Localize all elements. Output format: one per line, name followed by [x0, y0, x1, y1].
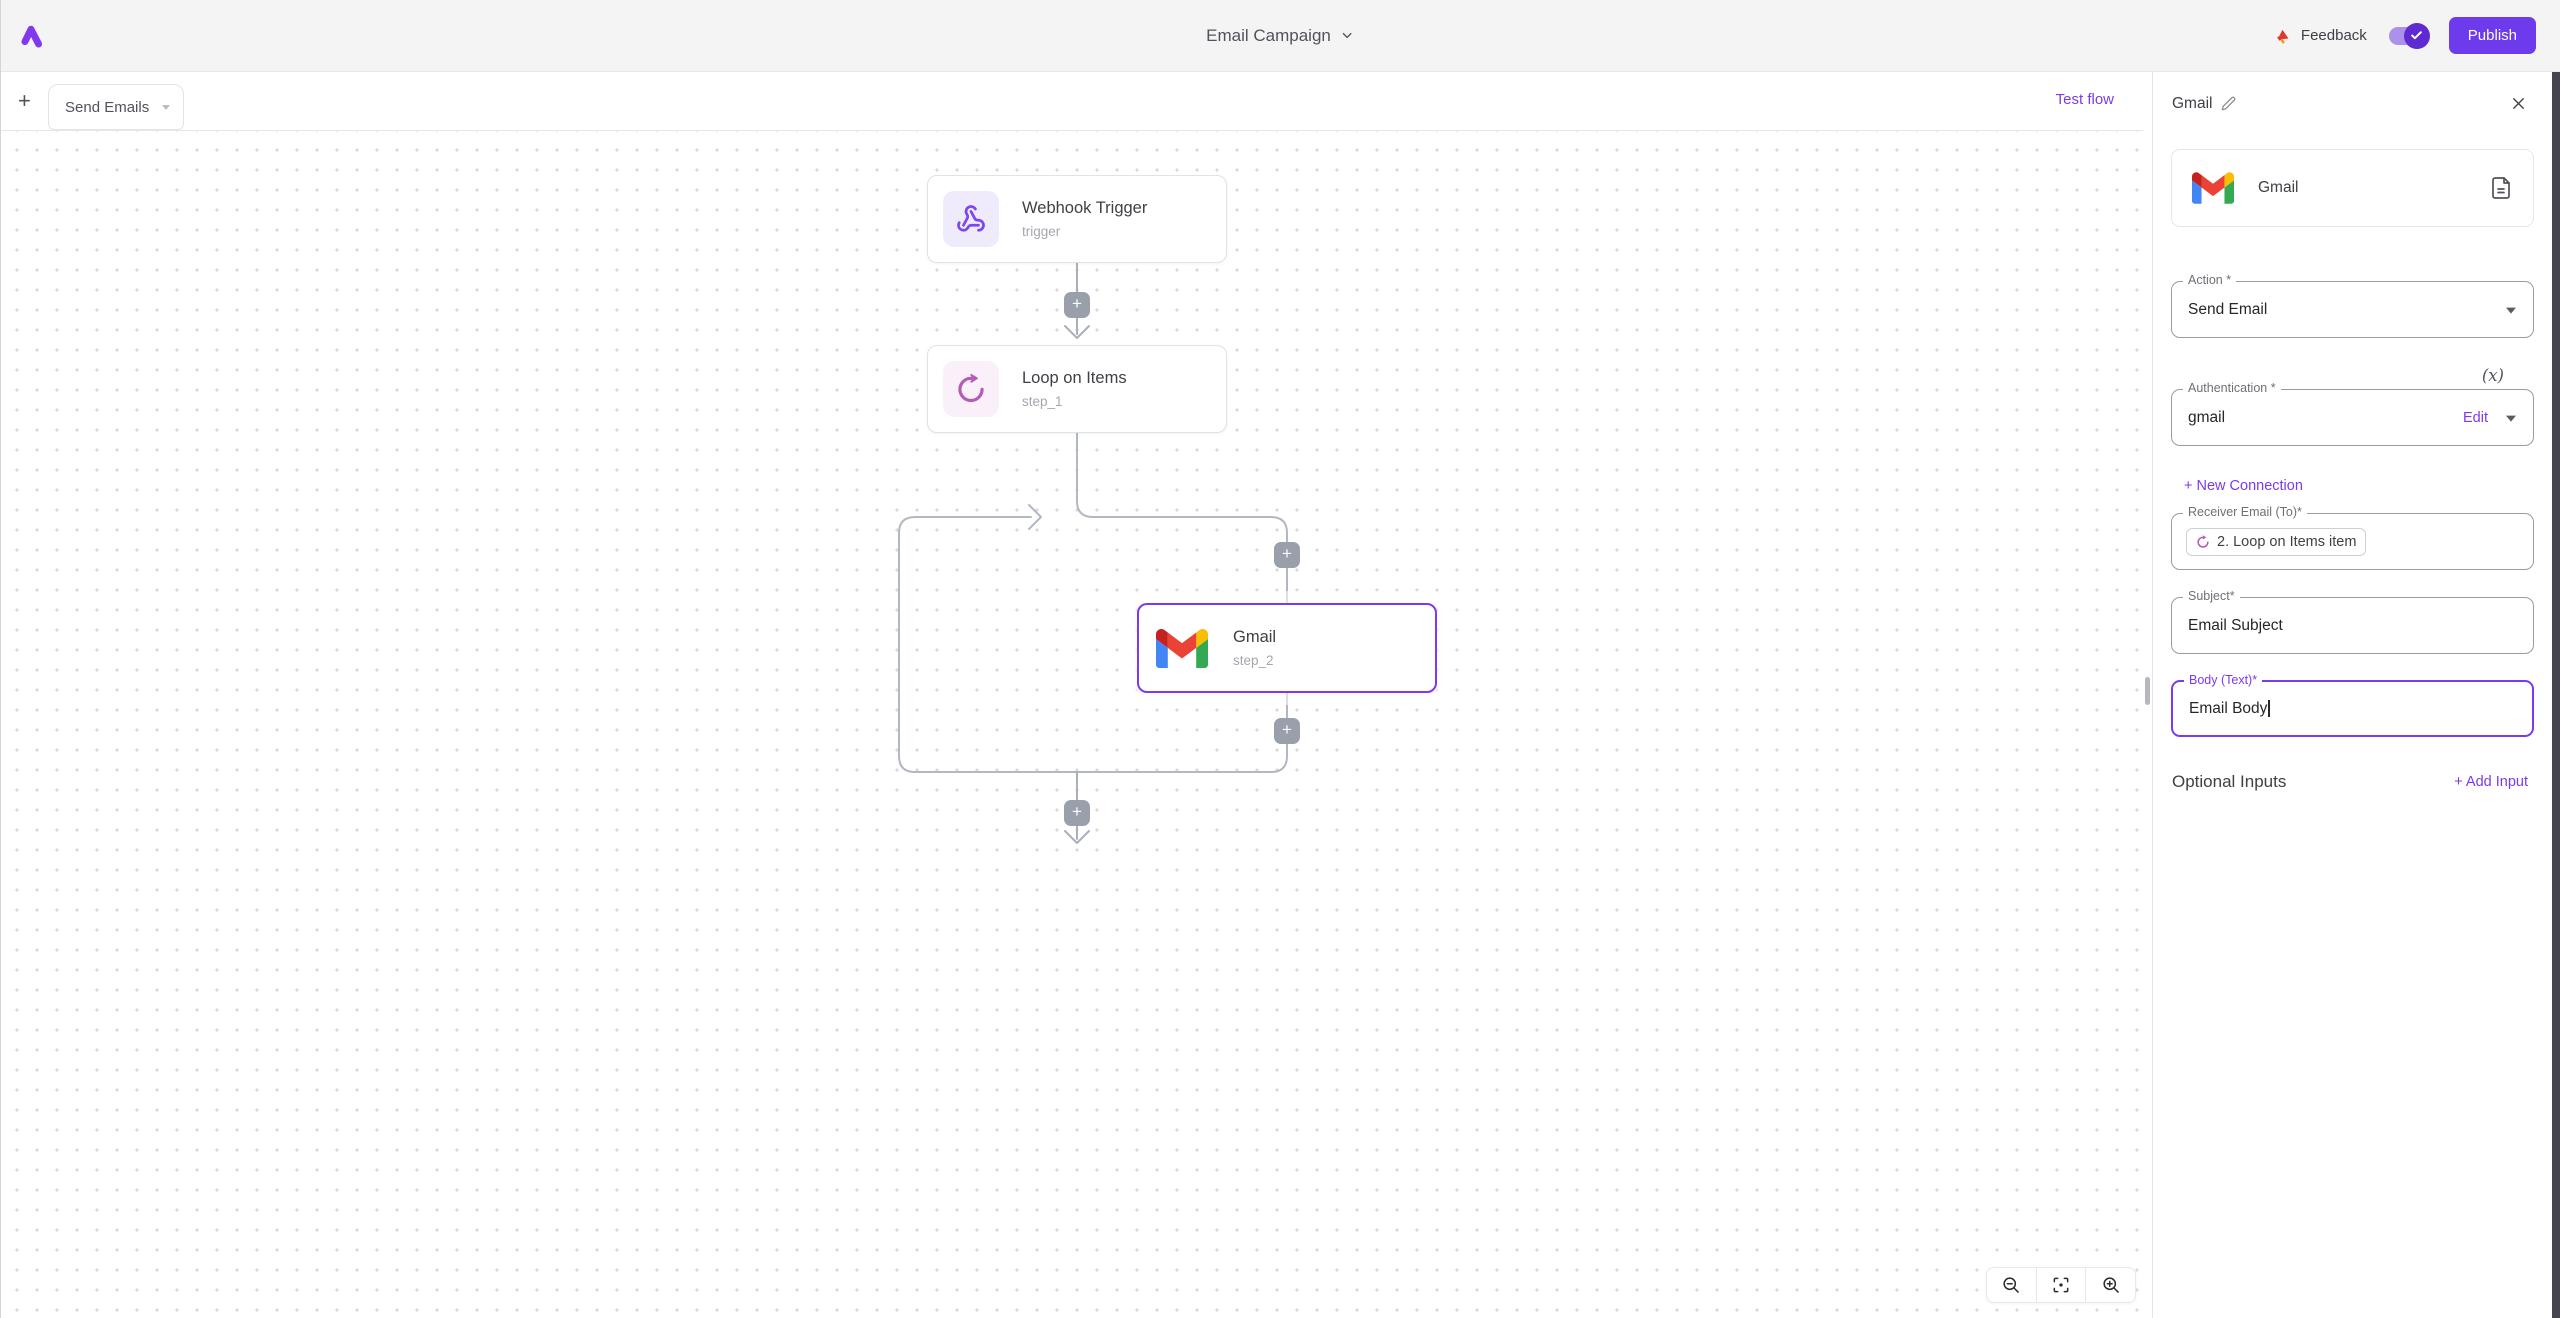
rename-step-pencil-icon[interactable]: [2221, 96, 2236, 111]
authentication-label: Authentication *: [2183, 381, 2281, 395]
token-label: 2. Loop on Items item: [2217, 533, 2357, 550]
gmail-icon: [1154, 620, 1210, 676]
body-label: Body (Text)*: [2184, 673, 2263, 687]
megaphone-icon: [2274, 26, 2293, 45]
activepieces-logo-icon: [18, 23, 44, 49]
body-text-input[interactable]: Body (Text)* Email Body: [2171, 673, 2534, 737]
subject-label: Subject*: [2183, 589, 2240, 603]
panel-scrollbar-track: [2143, 72, 2152, 1318]
canvas-zoom-toolbar: [1986, 1267, 2136, 1303]
feedback-label: Feedback: [2300, 27, 2367, 44]
insert-variable-icon[interactable]: (x): [2481, 366, 2504, 385]
node-step-name: step_2: [1233, 653, 1274, 668]
add-step-button[interactable]: +: [1064, 292, 1090, 318]
action-select[interactable]: Action * Send Email: [2171, 273, 2534, 338]
webhook-icon: [943, 191, 999, 247]
receiver-email-input[interactable]: Receiver Email (To)* 2. Loop on Items it…: [2171, 505, 2534, 570]
close-panel-icon[interactable]: [2509, 94, 2528, 113]
action-label: Action *: [2183, 273, 2237, 287]
new-connection-link[interactable]: + New Connection: [2184, 478, 2303, 494]
zoom-out-button[interactable]: [1987, 1268, 2036, 1302]
chevron-down-icon: [1340, 28, 1355, 43]
flow-tab-strip: + Send Emails Test flow: [1, 72, 2143, 131]
node-webhook-trigger[interactable]: Webhook Trigger trigger: [927, 175, 1227, 263]
piece-info-card: Gmail: [2171, 149, 2534, 227]
publish-button[interactable]: Publish: [2448, 17, 2536, 54]
node-step-name: trigger: [1022, 224, 1061, 239]
loop-icon: [943, 361, 999, 417]
piece-name: Gmail: [2258, 179, 2299, 196]
window-scrollbar[interactable]: [2552, 72, 2560, 1318]
body-value: Email Body: [2189, 699, 2270, 718]
receiver-email-label: Receiver Email (To)*: [2183, 505, 2307, 519]
add-step-button[interactable]: +: [1274, 542, 1300, 568]
panel-scrollbar-thumb[interactable]: [2145, 677, 2150, 705]
gmail-icon: [2192, 172, 2234, 204]
loop-icon: [2197, 534, 2209, 548]
loop-item-token[interactable]: 2. Loop on Items item: [2186, 527, 2367, 556]
flow-tab[interactable]: Send Emails: [48, 84, 184, 130]
node-title: Webhook Trigger: [1022, 199, 1148, 217]
node-gmail[interactable]: Gmail step_2: [1137, 603, 1437, 693]
add-flow-button[interactable]: +: [18, 88, 31, 113]
add-step-button[interactable]: +: [1274, 718, 1300, 744]
flow-title: Email Campaign: [1206, 25, 1331, 45]
node-loop-on-items[interactable]: Loop on Items step_1: [927, 345, 1227, 433]
action-value: Send Email: [2188, 300, 2268, 318]
chevron-down-icon: [2506, 307, 2516, 314]
flow-edges: [898, 262, 1288, 844]
step-settings-panel: Gmail Gmail: [2152, 72, 2552, 1318]
zoom-in-button[interactable]: [2085, 1268, 2135, 1302]
docs-file-icon[interactable]: [2489, 176, 2513, 200]
node-title: Gmail: [1233, 628, 1277, 646]
feedback-button[interactable]: Feedback: [2274, 26, 2367, 45]
chevron-down-icon: [2506, 415, 2516, 422]
add-step-button[interactable]: +: [1064, 800, 1090, 826]
chevron-down-icon: [162, 104, 170, 110]
edit-connection-link[interactable]: Edit: [2463, 409, 2488, 426]
flow-enabled-toggle[interactable]: [2388, 22, 2430, 49]
fit-to-view-button[interactable]: [2035, 1268, 2086, 1302]
text-cursor: [2268, 699, 2270, 717]
test-flow-button[interactable]: Test flow: [2055, 91, 2114, 108]
optional-inputs-heading: Optional Inputs: [2172, 772, 2287, 791]
subject-value: Email Subject: [2188, 616, 2283, 634]
node-step-name: step_1: [1022, 394, 1063, 409]
toggle-knob: [2403, 22, 2430, 49]
authentication-value: gmail: [2188, 408, 2226, 426]
subject-input[interactable]: Subject* Email Subject: [2171, 589, 2534, 654]
top-bar: Email Campaign Feedback Publish: [1, 0, 2560, 72]
panel-title: Gmail: [2172, 94, 2213, 112]
authentication-select[interactable]: Authentication * gmail Edit: [2171, 381, 2534, 446]
flow-tab-label: Send Emails: [65, 98, 150, 116]
flow-canvas[interactable]: + + + + Webhook Trigger trigger: [1, 131, 2143, 1318]
node-title: Loop on Items: [1022, 369, 1127, 387]
flow-title-menu[interactable]: Email Campaign: [1206, 26, 1355, 46]
add-input-link[interactable]: + Add Input: [2454, 774, 2528, 790]
